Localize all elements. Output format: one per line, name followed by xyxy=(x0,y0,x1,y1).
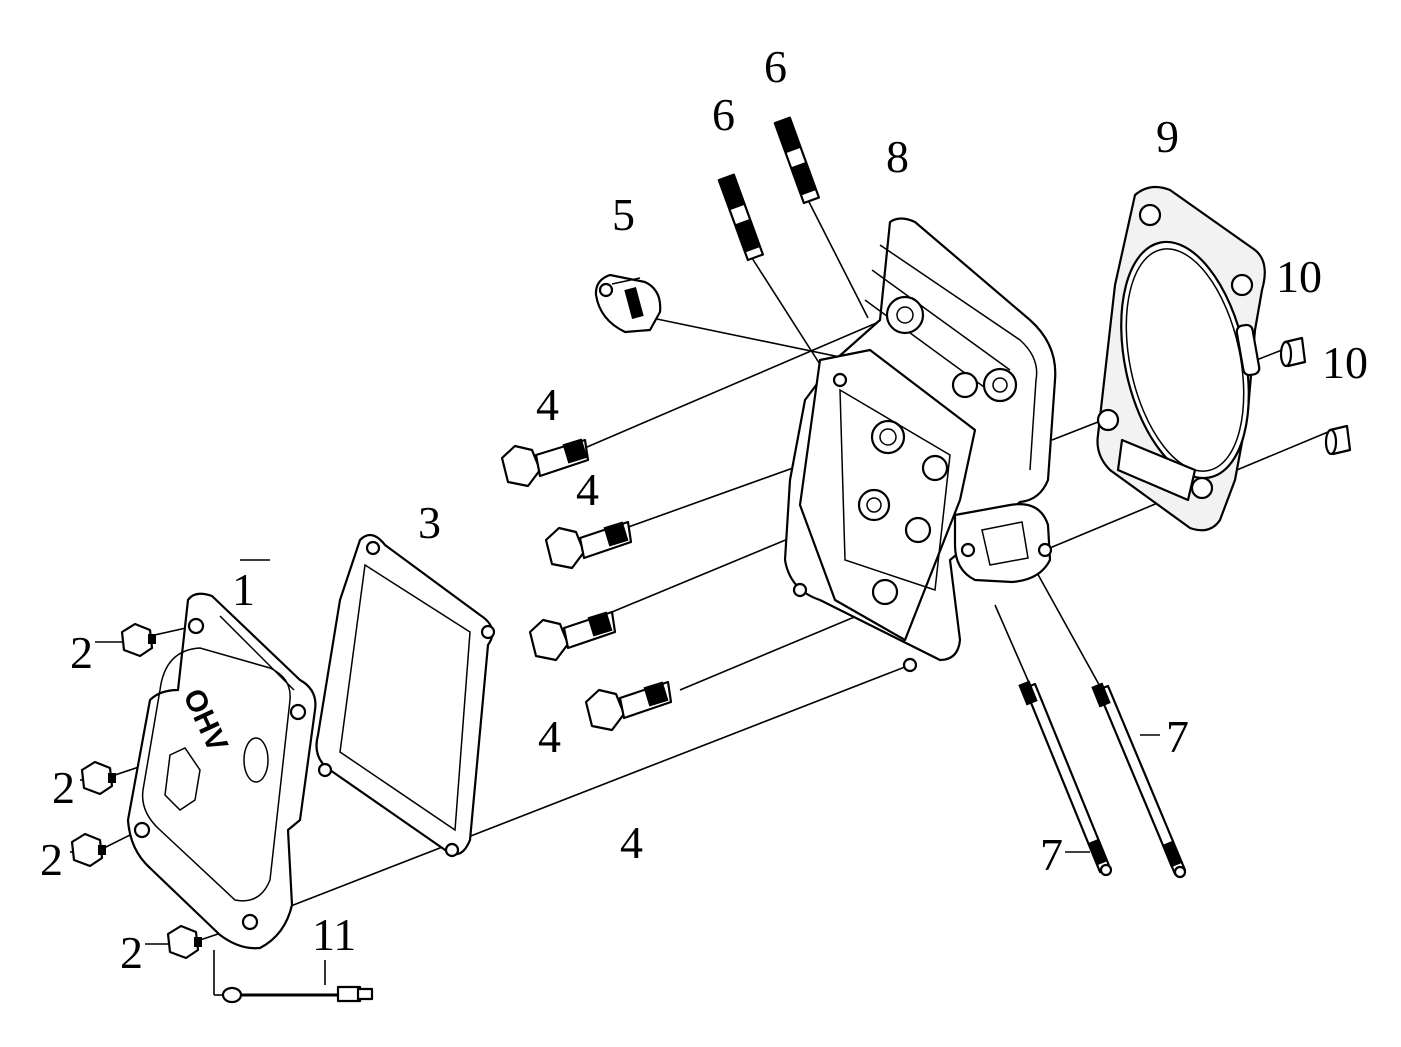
stud-6a xyxy=(717,173,765,262)
stud-7b xyxy=(1091,682,1187,879)
cover-bolts xyxy=(70,622,202,960)
callout-11: 11 xyxy=(312,909,356,960)
dowel-pins xyxy=(1279,336,1352,456)
head-bolt-1 xyxy=(500,438,590,488)
callout-4d: 4 xyxy=(620,817,643,868)
callout-4c: 4 xyxy=(538,711,561,762)
head-bolt-4 xyxy=(584,680,673,732)
stud-7a xyxy=(1018,680,1113,877)
cover-bolt-4 xyxy=(166,924,202,960)
studs-top xyxy=(717,116,821,262)
spark-plug xyxy=(594,273,662,334)
callout-4a: 4 xyxy=(536,379,559,430)
head-bolts xyxy=(500,438,673,732)
long-studs xyxy=(1018,680,1187,879)
head-gasket xyxy=(1096,185,1266,532)
callout-2b: 2 xyxy=(52,762,75,813)
cover-bolt-1 xyxy=(120,622,156,658)
callout-10b: 10 xyxy=(1322,337,1368,388)
callout-6b: 6 xyxy=(764,41,787,92)
callout-3: 3 xyxy=(418,497,441,548)
callout-2c: 2 xyxy=(40,834,63,885)
callout-9: 9 xyxy=(1156,111,1179,162)
callout-7a: 7 xyxy=(1166,711,1189,762)
dowel-pin-1 xyxy=(1279,336,1307,368)
breather-tube xyxy=(221,985,374,1004)
valve-cover: OHV xyxy=(126,592,317,950)
cover-bolt-3 xyxy=(70,832,106,868)
cylinder-head xyxy=(783,217,1057,673)
head-bolt-3 xyxy=(528,610,617,662)
callout-2d: 2 xyxy=(120,927,143,978)
cover-bolt-2 xyxy=(80,760,116,796)
dowel-pin-2 xyxy=(1324,424,1352,456)
callout-10a: 10 xyxy=(1276,251,1322,302)
callout-1: 1 xyxy=(232,564,255,615)
cover-gasket xyxy=(315,533,496,858)
callout-2a: 2 xyxy=(70,627,93,678)
callout-8: 8 xyxy=(886,131,909,182)
callout-5: 5 xyxy=(612,189,635,240)
callout-labels: 1 2 2 2 2 3 4 4 4 4 5 6 6 7 7 8 9 10 10 … xyxy=(40,41,1368,978)
head-bolt-2 xyxy=(544,520,633,570)
callout-7b: 7 xyxy=(1040,829,1063,880)
callout-6a: 6 xyxy=(712,89,735,140)
stud-6b xyxy=(773,116,821,205)
callout-4b: 4 xyxy=(576,464,599,515)
